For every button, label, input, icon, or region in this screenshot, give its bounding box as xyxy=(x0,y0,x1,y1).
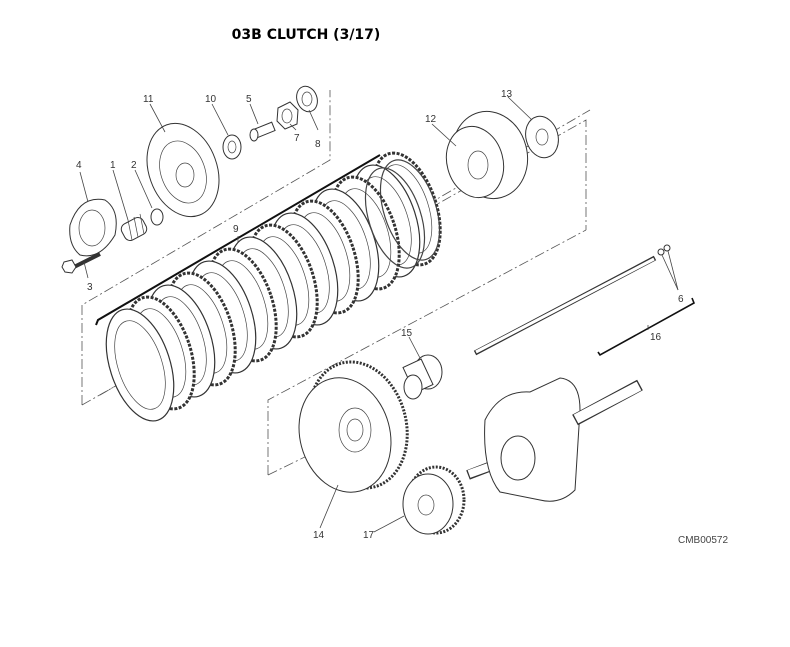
plate-pack-bracket xyxy=(95,154,381,326)
clutch-spring-ring xyxy=(364,167,426,269)
callout-labels: 1 2 3 4 5 6 7 8 9 10 11 12 13 14 15 16 1… xyxy=(76,89,684,541)
drawing-code: CMB00572 xyxy=(678,535,729,546)
callout-8: 8 xyxy=(315,139,321,150)
callout-13: 13 xyxy=(501,89,513,100)
diagram-title: 03B CLUTCH (3/17) xyxy=(231,27,381,43)
leader-lines xyxy=(79,96,679,533)
spring-cap-part xyxy=(69,198,117,257)
screw-part xyxy=(61,252,101,274)
callout-4: 4 xyxy=(76,160,82,171)
clutch-plate-pack xyxy=(105,151,442,422)
spring-part xyxy=(120,213,148,241)
callout-9: 9 xyxy=(233,224,239,235)
callout-15: 15 xyxy=(401,328,413,339)
bushing-part xyxy=(402,354,443,400)
primary-gear-part xyxy=(402,465,466,535)
pushrod-pin-part xyxy=(249,121,276,142)
clutch-plate-inner-edge xyxy=(114,320,166,410)
pressure-plate-part xyxy=(146,122,220,218)
callout-7: 7 xyxy=(294,133,300,144)
callout-16: 16 xyxy=(650,332,662,343)
clutch-hub-part xyxy=(445,110,529,200)
clutch-plate xyxy=(105,308,175,422)
crankshaft-part xyxy=(466,377,643,502)
thrust-washer-part xyxy=(525,115,559,159)
bearing-part xyxy=(222,134,242,160)
clutch-spring-ring xyxy=(379,159,441,261)
callout-12: 12 xyxy=(425,114,437,125)
pushrod-part xyxy=(473,255,696,357)
washer-part xyxy=(150,208,164,226)
o-rings-part xyxy=(657,244,671,256)
nut-part xyxy=(276,101,299,130)
callout-10: 10 xyxy=(205,94,217,105)
lock-washer-part xyxy=(296,85,318,113)
callout-6: 6 xyxy=(678,294,684,305)
callout-17: 17 xyxy=(363,530,375,541)
callout-14: 14 xyxy=(313,530,325,541)
callout-2: 2 xyxy=(131,160,137,171)
clutch-housing-part xyxy=(298,360,409,493)
callout-5: 5 xyxy=(246,94,252,105)
callout-1: 1 xyxy=(110,160,116,171)
callout-11: 11 xyxy=(143,94,154,105)
callout-3: 3 xyxy=(87,282,93,293)
